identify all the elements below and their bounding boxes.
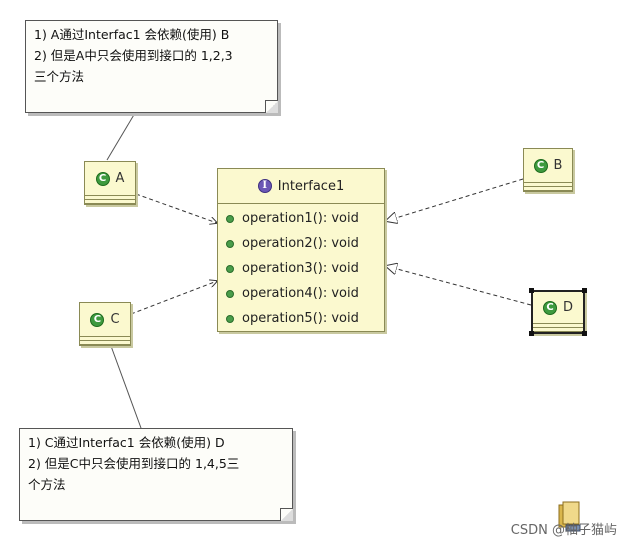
note-top-line-2: 2) 但是A中只会使用到接口的 1,2,3 (34, 48, 233, 63)
selection-handle-tl[interactable] (529, 288, 534, 293)
class-a-header: C A (85, 162, 135, 195)
dependency-a-interface (135, 193, 217, 223)
note-top-line-3: 三个方法 (34, 69, 85, 84)
operation-label: operation1(): void (242, 211, 359, 226)
operation-label: operation4(): void (242, 286, 359, 301)
class-icon: C (90, 312, 105, 327)
class-a-label: A (115, 171, 125, 186)
operation-label: operation2(): void (242, 236, 359, 251)
note-bottom-line-2: 2) 但是C中只会使用到接口的 1,4,5三 (28, 456, 240, 471)
public-method-icon (226, 314, 234, 323)
operation-item[interactable]: operation3(): void (218, 256, 384, 281)
note-fold-corner (280, 508, 293, 521)
interface-header: I Interface1 (218, 169, 384, 204)
note-top[interactable]: 1) A通过Interfac1 会依赖(使用) B 2) 但是A中只会使用到接口… (25, 20, 278, 113)
note-bottom-line-3: 个方法 (28, 477, 66, 492)
class-a-compartments (85, 195, 135, 204)
note-anchor-a (106, 112, 136, 161)
interface-name: Interface1 (277, 178, 345, 194)
note-bottom[interactable]: 1) C通过Interfac1 会依赖(使用) D 2) 但是C中只会使用到接口… (19, 428, 293, 521)
class-a[interactable]: C A (84, 161, 136, 205)
note-bottom-line-1: 1) C通过Interfac1 会依赖(使用) D (28, 435, 225, 450)
selection-handle-br[interactable] (582, 331, 587, 336)
class-b-header: C B (524, 149, 572, 182)
note-anchor-c (110, 345, 142, 429)
note-top-line-1: 1) A通过Interfac1 会依赖(使用) B (34, 27, 230, 42)
public-method-icon (226, 289, 234, 298)
class-d[interactable]: C D (529, 288, 587, 336)
public-method-icon (226, 239, 234, 248)
operation-item[interactable]: operation1(): void (218, 206, 384, 231)
operation-label: operation3(): void (242, 261, 359, 276)
operation-item[interactable]: operation4(): void (218, 281, 384, 306)
class-b[interactable]: C B (523, 148, 573, 192)
class-d-label: D (562, 300, 573, 315)
note-fold-corner (265, 100, 278, 113)
watermark: CSDN @柚子猫屿 (510, 523, 617, 538)
class-d-header: C D (533, 292, 583, 323)
class-d-compartments (533, 323, 583, 332)
operation-item[interactable]: operation2(): void (218, 231, 384, 256)
class-c-label: C (110, 312, 120, 327)
operation-label: operation5(): void (242, 311, 359, 326)
interface1[interactable]: I Interface1 operation1(): void operatio… (217, 168, 385, 332)
class-b-label: B (553, 158, 563, 173)
selection-handle-tr[interactable] (582, 288, 587, 293)
class-c[interactable]: C C (79, 302, 131, 346)
public-method-icon (226, 264, 234, 273)
class-icon: C (542, 300, 557, 315)
operation-item[interactable]: operation5(): void (218, 306, 384, 331)
folder-icon (558, 501, 581, 532)
realization-b-interface (386, 178, 524, 221)
operation-list: operation1(): void operation2(): void op… (218, 204, 384, 331)
class-c-header: C C (80, 303, 130, 336)
class-c-compartments (80, 336, 130, 345)
class-b-compartments (524, 182, 572, 191)
realization-d-interface (386, 266, 532, 306)
public-method-icon (226, 214, 234, 223)
class-icon: C (95, 171, 110, 186)
selection-handle-bl[interactable] (529, 331, 534, 336)
class-icon: C (533, 158, 548, 173)
interface-icon: I (257, 179, 272, 193)
dependency-c-interface (130, 281, 217, 315)
